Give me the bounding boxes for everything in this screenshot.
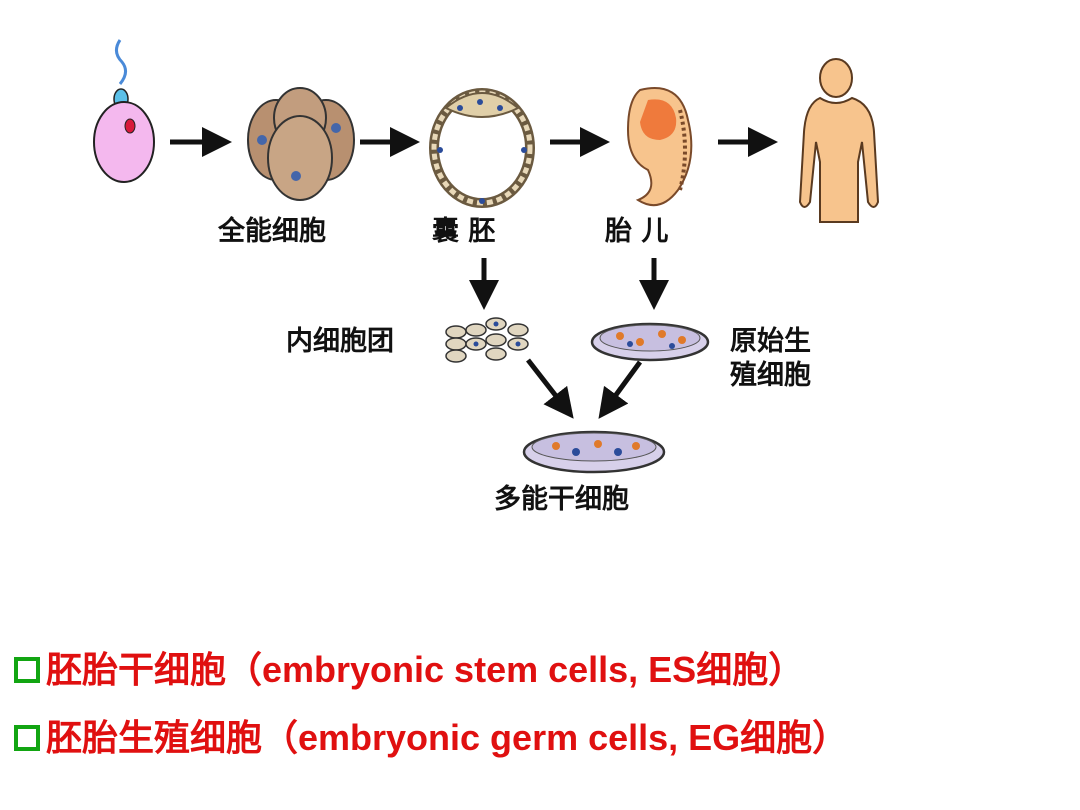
- label-totipotent: 全能细胞: [218, 216, 326, 247]
- fertilized-egg-icon: [93, 39, 155, 183]
- arrow-icm-to-pluripotent: [526, 358, 574, 419]
- inner-cell-mass-icon: [445, 317, 529, 363]
- bullet-square-icon: [14, 657, 40, 683]
- label-blastocyst: 囊 胚: [432, 216, 496, 247]
- label-fetus: 胎 儿: [605, 216, 669, 247]
- fetus-icon: [626, 87, 693, 207]
- bullet-eg-cells: 胚胎生殖细胞（embryonic germ cells, EG细胞）: [14, 720, 848, 756]
- bullet-square-icon: [14, 725, 40, 751]
- label-pluripotent: 多能干细胞: [494, 484, 629, 515]
- label-inner-cell-mass: 内细胞团: [286, 326, 394, 357]
- human-icon: [798, 58, 880, 223]
- pluripotent-dish-icon: [522, 430, 666, 474]
- pgc-dish-icon: [590, 322, 710, 362]
- label-pgc-line2: 殖细胞: [730, 360, 811, 391]
- label-pgc-line1: 原始生: [730, 326, 811, 357]
- blastocyst-icon: [429, 88, 535, 208]
- bullet-es-text: 胚胎干细胞（embryonic stem cells, ES细胞）: [46, 649, 805, 690]
- bullet-eg-text: 胚胎生殖细胞（embryonic germ cells, EG细胞）: [46, 717, 849, 758]
- arrow-pgc-to-pluripotent: [598, 360, 643, 419]
- totipotent-cells-icon: [247, 87, 355, 201]
- bullet-es-cells: 胚胎干细胞（embryonic stem cells, ES细胞）: [14, 652, 804, 688]
